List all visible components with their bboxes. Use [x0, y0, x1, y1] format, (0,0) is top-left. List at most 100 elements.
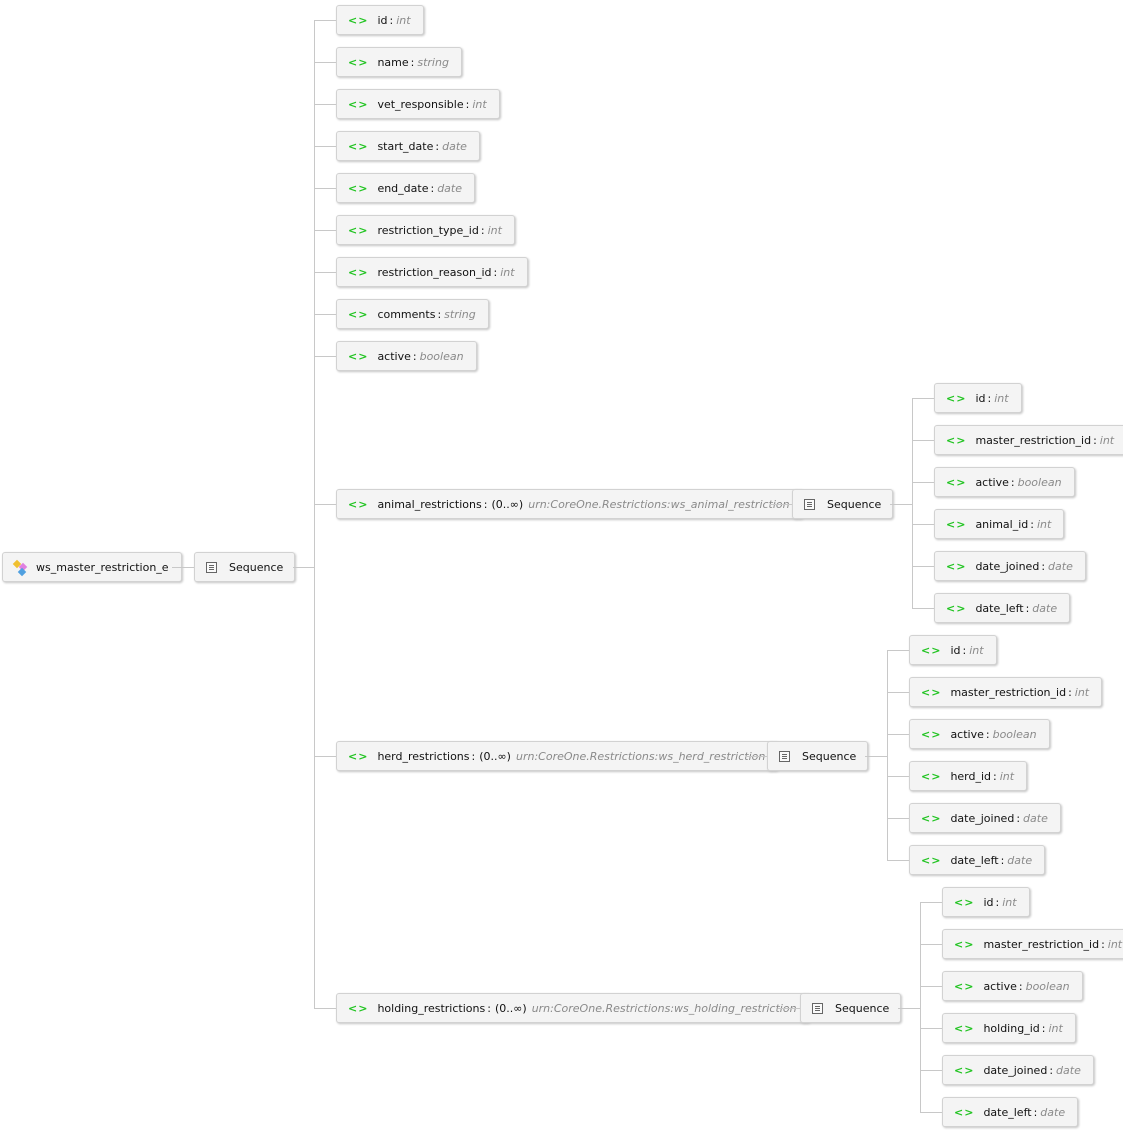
element-name: end_date [377, 181, 429, 195]
connector-line [314, 756, 336, 757]
element-type: int [994, 391, 1009, 405]
separator: : [1041, 1021, 1046, 1035]
connector-line [890, 504, 912, 505]
element-node[interactable]: <>active:boolean [942, 971, 1083, 1001]
element-type: boolean [1025, 979, 1070, 993]
element-node[interactable]: <>master_restriction_id:int [934, 425, 1123, 455]
separator: : [487, 1001, 491, 1015]
connector-line [920, 1070, 942, 1071]
element-node[interactable]: <>date_joined:date [942, 1055, 1094, 1085]
element-type: int [1107, 937, 1123, 951]
element-node[interactable]: <>restriction_reason_id:int [336, 257, 528, 287]
element-node[interactable]: <>id:int [336, 5, 424, 35]
connector-line [912, 524, 934, 525]
occurrence: (0..∞) [491, 497, 524, 511]
element-icon: <> [954, 1105, 975, 1119]
element-node[interactable]: <>holding_id:int [942, 1013, 1076, 1043]
sequence-icon [804, 498, 815, 510]
element-icon: <> [946, 559, 967, 573]
separator: : [987, 391, 992, 405]
element-node[interactable]: <>comments:string [336, 299, 489, 329]
element-name: active [377, 349, 411, 363]
element-node[interactable]: <>active:boolean [934, 467, 1075, 497]
element-name: date_left [983, 1105, 1032, 1119]
element-node[interactable]: <>start_date:date [336, 131, 480, 161]
connector-line [770, 504, 792, 505]
element-type: int [500, 265, 515, 279]
separator: : [995, 895, 1000, 909]
complex-element-node[interactable]: <>holding_restrictions:(0..∞)urn:CoreOne… [336, 993, 810, 1023]
element-icon: <> [921, 853, 942, 867]
element-node[interactable]: <>date_joined:date [909, 803, 1061, 833]
separator: : [410, 55, 415, 69]
element-type: int [1002, 895, 1017, 909]
occurrence: (0..∞) [479, 749, 511, 763]
complex-element-node[interactable]: <>animal_restrictions:(0..∞)urn:CoreOne.… [336, 489, 803, 519]
element-name: active [950, 727, 984, 741]
element-icon: <> [954, 937, 975, 951]
root-element-node[interactable]: ws_master_restriction_e [2, 552, 182, 582]
sequence-node[interactable]: Sequence [792, 489, 894, 519]
sequence-node[interactable]: Sequence [767, 741, 869, 771]
element-type: int [999, 769, 1015, 783]
sequence-label: Sequence [229, 560, 284, 574]
element-node[interactable]: <>master_restriction_id:int [942, 929, 1123, 959]
connector-line [314, 20, 336, 21]
element-type: int [396, 13, 411, 27]
element-name: active [983, 979, 1017, 993]
connector-line [887, 692, 909, 693]
element-icon: <> [348, 749, 369, 763]
element-icon: <> [348, 139, 369, 153]
connector-line [912, 398, 913, 609]
element-name: vet_responsible [377, 97, 464, 111]
element-node[interactable]: <>date_left:date [942, 1097, 1079, 1127]
element-name: active [975, 475, 1009, 489]
element-node[interactable]: <>vet_responsible:int [336, 89, 500, 119]
element-name: holding_id [983, 1021, 1040, 1035]
element-node[interactable]: <> id:int [909, 635, 997, 665]
connector-line [887, 860, 909, 861]
element-name: master_restriction_id [983, 937, 1100, 951]
element-node[interactable]: <>end_date:date [336, 173, 475, 203]
element-icon: <> [946, 391, 967, 405]
element-name: comments [377, 307, 436, 321]
element-node[interactable]: <>animal_id:int [934, 509, 1065, 539]
element-icon: <> [921, 643, 942, 657]
element-node[interactable]: <>date_joined:date [934, 551, 1086, 581]
element-icon: <> [348, 349, 369, 363]
connector-line [314, 1008, 336, 1009]
element-node[interactable]: <>date_left:date [934, 593, 1071, 623]
separator: : [1093, 433, 1097, 447]
connector-line [314, 356, 336, 357]
connector-line [920, 1028, 942, 1029]
separator: : [435, 139, 440, 153]
element-type: string [444, 307, 476, 321]
element-type: string [417, 55, 449, 69]
element-node[interactable]: <>id:int [934, 383, 1022, 413]
complex-element-node[interactable]: <>herd_restrictions:(0..∞)urn:CoreOne.Re… [336, 741, 779, 771]
element-node[interactable]: <>active:boolean [336, 341, 477, 371]
element-name: id [950, 643, 961, 657]
sequence-node[interactable]: Sequence [800, 993, 902, 1023]
element-node[interactable]: <>id:int [942, 887, 1030, 917]
element-node[interactable]: <>herd_id:int [909, 761, 1028, 791]
separator: : [962, 643, 967, 657]
separator: : [1030, 517, 1034, 531]
sequence-node[interactable]: Sequence [194, 552, 296, 582]
element-node[interactable]: <>date_left:date [909, 845, 1046, 875]
element-type: boolean [1017, 475, 1062, 489]
separator: : [1018, 979, 1023, 993]
separator: : [1068, 685, 1072, 699]
element-node[interactable]: <>master_restriction_id:int [909, 677, 1103, 707]
element-name: name [377, 55, 409, 69]
element-name: restriction_reason_id [377, 265, 492, 279]
connector-line [172, 567, 194, 568]
separator: : [1033, 1105, 1038, 1119]
element-type: int [969, 643, 984, 657]
element-node[interactable]: <>active:boolean [909, 719, 1050, 749]
element-node[interactable]: <>name:string [336, 47, 462, 77]
element-icon: <> [348, 181, 369, 195]
separator: : [1000, 853, 1005, 867]
element-node[interactable]: <>restriction_type_id:int [336, 215, 515, 245]
connector-line [887, 650, 888, 861]
